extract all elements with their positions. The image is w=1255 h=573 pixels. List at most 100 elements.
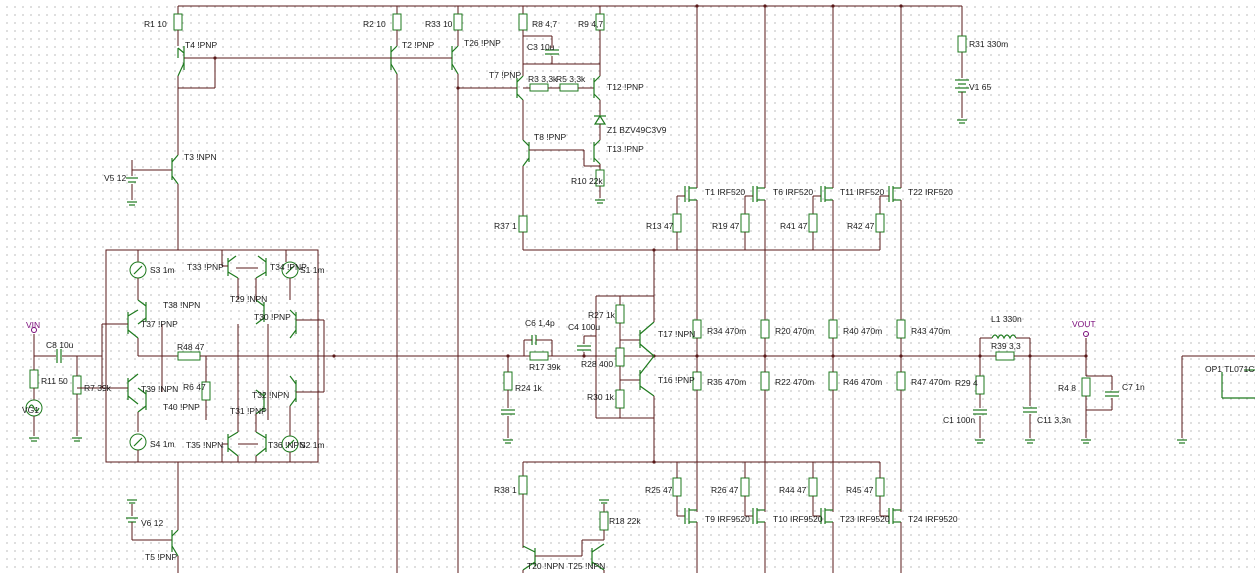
label-t31: T31 !PNP: [230, 406, 267, 416]
main-output-node: [332, 331, 1119, 444]
label-r39: R39 3,3: [991, 341, 1021, 351]
label-r31: R31 330m: [969, 39, 1008, 49]
label-z1: Z1 BZV49C3V9: [607, 125, 667, 135]
label-c8: C8 10u: [46, 340, 74, 350]
label-t36: T36 !NPN: [268, 440, 305, 450]
label-s2: S2 1m: [300, 440, 325, 450]
label-c6: C6 1,4p: [525, 318, 555, 328]
label-t39: T39 !NPN: [141, 384, 178, 394]
label-r3: R3 3,3k: [528, 74, 558, 84]
label-r48: R48 47: [177, 342, 205, 352]
label-t29: T29 !NPN: [230, 294, 267, 304]
label-r40: R40 470m: [843, 326, 882, 336]
label-t1: T1 IRF520: [705, 187, 745, 197]
label-r8: R8 4,7: [532, 19, 557, 29]
label-t22: T22 IRF520: [908, 187, 953, 197]
label-r7: R7 39k: [84, 383, 112, 393]
label-t7: T7 !PNP: [489, 70, 521, 80]
label-r43: R43 470m: [911, 326, 950, 336]
bias-network: [510, 13, 607, 250]
label-r6: R6 47: [183, 382, 206, 392]
input-stage: [96, 249, 334, 463]
label-t2: T2 !PNP: [402, 40, 434, 50]
label-r1: R1 10: [144, 19, 167, 29]
label-t11: T11 IRF520: [840, 187, 885, 197]
label-r19: R19 47: [712, 221, 740, 231]
label-r37: R37 1: [494, 221, 517, 231]
label-r27: R27 1k: [588, 310, 616, 320]
label-t6: T6 IRF520: [773, 187, 813, 197]
label-t8: T8 !PNP: [534, 132, 566, 142]
label-r30: R30 1k: [587, 392, 615, 402]
label-l1: L1 330n: [991, 314, 1022, 324]
label-t23: T23 IRF9520: [840, 514, 890, 524]
label-t3: T3 !NPN: [184, 152, 217, 162]
label-r47: R47 470m: [911, 377, 950, 387]
label-r17: R17 39k: [529, 362, 561, 372]
label-r33: R33 10: [425, 19, 453, 29]
output-resistors: [692, 319, 906, 512]
label-op1: OP1 TL071C: [1205, 364, 1254, 374]
label-r20: R20 470m: [775, 326, 814, 336]
driver-stage: [501, 295, 655, 462]
label-t9: T9 IRF9520: [705, 514, 750, 524]
label-t12: T12 !PNP: [607, 82, 644, 92]
label-r38: R38 1: [494, 485, 517, 495]
label-t13: T13 !PNP: [607, 144, 644, 154]
label-vg1: VG1: [22, 405, 39, 415]
label-r24: R24 1k: [515, 383, 543, 393]
label-r42: R42 47: [847, 221, 875, 231]
label-s3: S3 1m: [150, 265, 175, 275]
label-t34: T34 !PNP: [270, 262, 307, 272]
label-r18: R18 22k: [609, 516, 641, 526]
label-s4: S4 1m: [150, 439, 175, 449]
label-r35: R35 470m: [707, 377, 746, 387]
r2-t2-r33-t26: [385, 13, 510, 573]
label-c7: C7 1n: [1122, 382, 1145, 392]
label-t26: T26 !PNP: [464, 38, 501, 48]
label-t33: T33 !PNP: [187, 262, 224, 272]
label-r45: R45 47: [846, 485, 874, 495]
label-t37: T37 !PNP: [141, 319, 178, 329]
component-labels: R1 10 T4 !PNP R2 10 R33 10 T2 !PNP T26 !…: [22, 19, 1254, 571]
op1-opamp: [1177, 355, 1255, 444]
label-v1: V1 65: [969, 82, 991, 92]
v6-t5: [126, 462, 179, 573]
label-s1: S1 1m: [300, 265, 325, 275]
label-t5: T5 !PNP: [145, 552, 177, 562]
label-v5: V5 12: [104, 173, 126, 183]
label-r44: R44 47: [779, 485, 807, 495]
top-supply-rail: [177, 4, 967, 180]
label-t32: T32 !NPN: [252, 390, 289, 400]
label-c11: C11 3,3n: [1037, 415, 1071, 425]
lower-mosfets: [518, 460, 902, 573]
label-r10: R10 22k: [571, 176, 603, 186]
label-r41: R41 47: [780, 221, 808, 231]
label-c4: C4 100u: [568, 322, 600, 332]
label-vin: VIN: [26, 320, 40, 330]
label-r9: R9 4,7: [578, 19, 603, 29]
label-r13: R13 47: [646, 221, 674, 231]
label-t38: T38 !NPN: [163, 300, 200, 310]
label-r22: R22 470m: [775, 377, 814, 387]
label-r2: R2 10: [363, 19, 386, 29]
label-r4: R4 8: [1058, 383, 1076, 393]
label-r5: R5 3,3k: [556, 74, 586, 84]
label-r29: R29 4: [955, 378, 978, 388]
label-t10: T10 IRF9520: [773, 514, 823, 524]
label-t30: T30 !PNP: [254, 312, 291, 322]
r31-v1-supply: [955, 35, 969, 96]
label-t4: T4 !PNP: [185, 40, 217, 50]
label-vout: VOUT: [1072, 319, 1096, 329]
label-t17: T17 !NPN: [658, 329, 695, 339]
r1-t4-t3-column: [126, 13, 385, 250]
label-t40: T40 !PNP: [163, 402, 200, 412]
label-v6: V6 12: [141, 518, 163, 528]
label-t20: T20 !NPN: [527, 561, 564, 571]
label-c1: C1 100n: [943, 415, 975, 425]
upper-mosfets: [523, 180, 902, 320]
label-r28: R28 400: [581, 359, 613, 369]
label-t24: T24 IRF9520: [908, 514, 958, 524]
